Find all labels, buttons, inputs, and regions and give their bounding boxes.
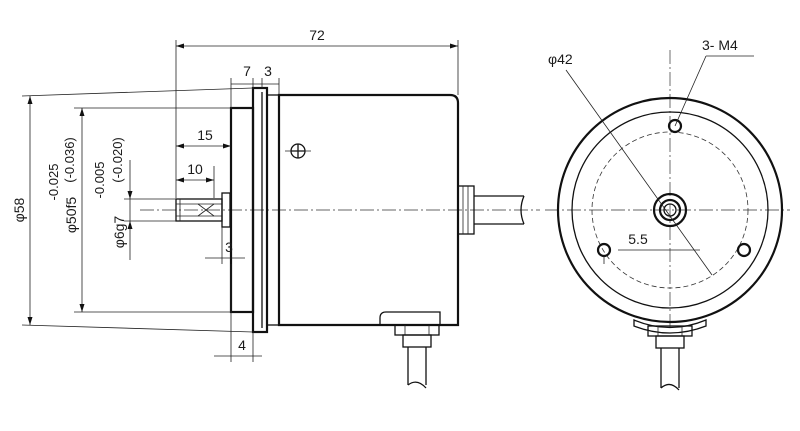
connector-base xyxy=(379,311,441,325)
shaft-end xyxy=(658,198,682,222)
shaft-collar xyxy=(652,192,688,228)
side-dimensions: 72 7 3 15 10 3 4 φ58 xyxy=(11,27,459,362)
connector-nut xyxy=(394,324,440,336)
dim-small-3: 3 xyxy=(225,239,233,255)
mount-hole-icon xyxy=(596,242,612,258)
dim-step-4: 4 xyxy=(238,337,246,353)
front-connector-gland xyxy=(655,335,685,349)
dim-body-dia: φ58 xyxy=(11,197,27,222)
dim-shaft-10: 10 xyxy=(187,161,203,177)
dim-flange-b: 3 xyxy=(264,63,272,79)
front-view: φ42 3- M4 5.5 xyxy=(545,37,790,391)
dim-spigot-tol-upper: -0.025 xyxy=(46,164,61,201)
dim-offset: 5.5 xyxy=(628,231,648,247)
dim-shaft-tol-upper: -0.005 xyxy=(92,162,107,199)
rear-gland xyxy=(457,185,475,235)
side-view xyxy=(140,86,540,389)
front-inner-circle xyxy=(571,111,769,309)
dim-shaft-15: 15 xyxy=(197,127,213,143)
dim-flange-a: 7 xyxy=(243,63,251,79)
dim-spigot-dia: φ50f5 xyxy=(63,197,79,234)
mount-hole-icon xyxy=(736,242,752,258)
front-outer-circle xyxy=(556,96,784,324)
dim-shaft-dia: φ6g7 xyxy=(111,216,127,249)
dim-overall-length: 72 xyxy=(309,27,325,43)
pcd-circle xyxy=(591,131,749,289)
mount-hole-icon xyxy=(667,118,683,134)
dim-spigot-tol-lower: (-0.036) xyxy=(62,137,77,183)
dim-shaft-tol-lower: (-0.020) xyxy=(110,137,125,183)
connector-gland xyxy=(402,334,432,348)
dim-holes: 3- M4 xyxy=(702,37,738,53)
dim-pcd: φ42 xyxy=(548,51,573,67)
